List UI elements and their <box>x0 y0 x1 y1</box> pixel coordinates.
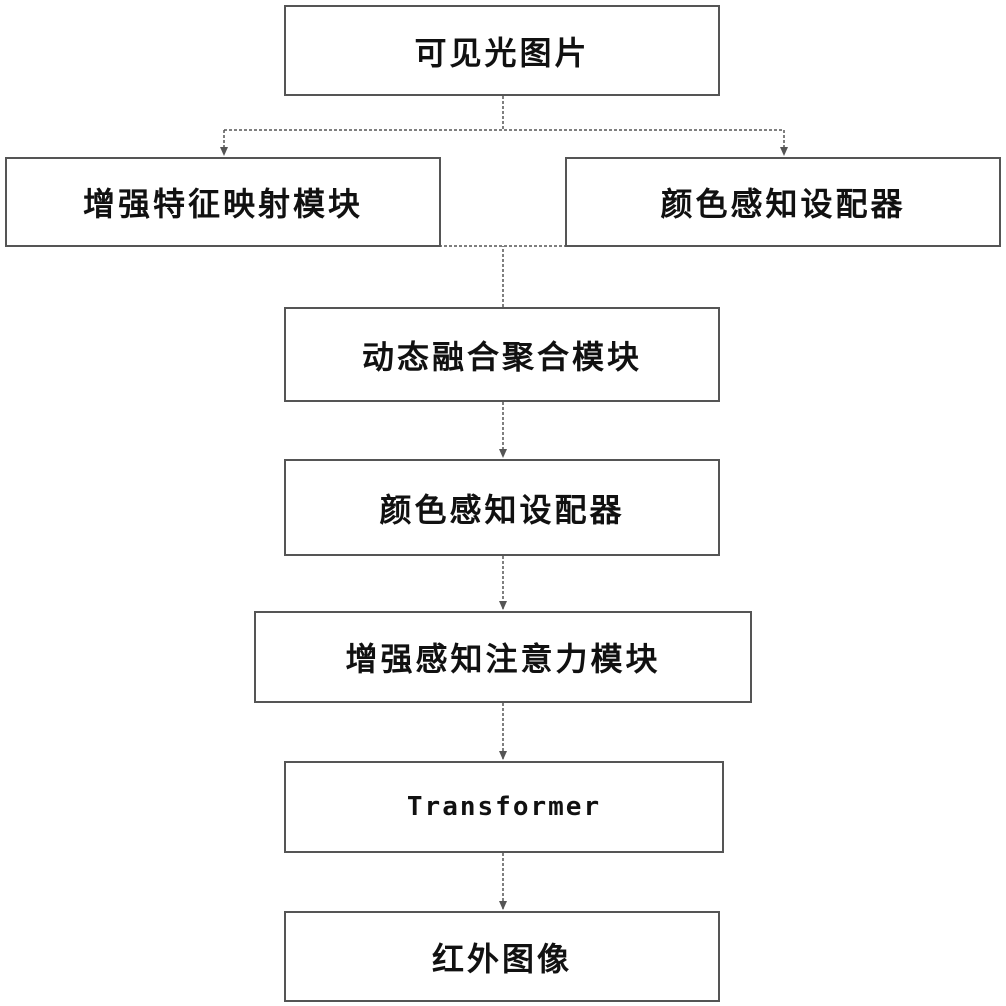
node-transformer: Transformer <box>284 761 724 853</box>
node-visible-image: 可见光图片 <box>284 5 720 96</box>
node-color-adapter-mid: 颜色感知设配器 <box>284 459 720 556</box>
node-dynamic-fusion: 动态融合聚合模块 <box>284 307 720 402</box>
node-color-adapter-top: 颜色感知设配器 <box>565 157 1001 247</box>
node-attention: 增强感知注意力模块 <box>254 611 752 703</box>
node-infrared: 红外图像 <box>284 911 720 1002</box>
node-feature-mapping: 增强特征映射模块 <box>5 157 441 247</box>
